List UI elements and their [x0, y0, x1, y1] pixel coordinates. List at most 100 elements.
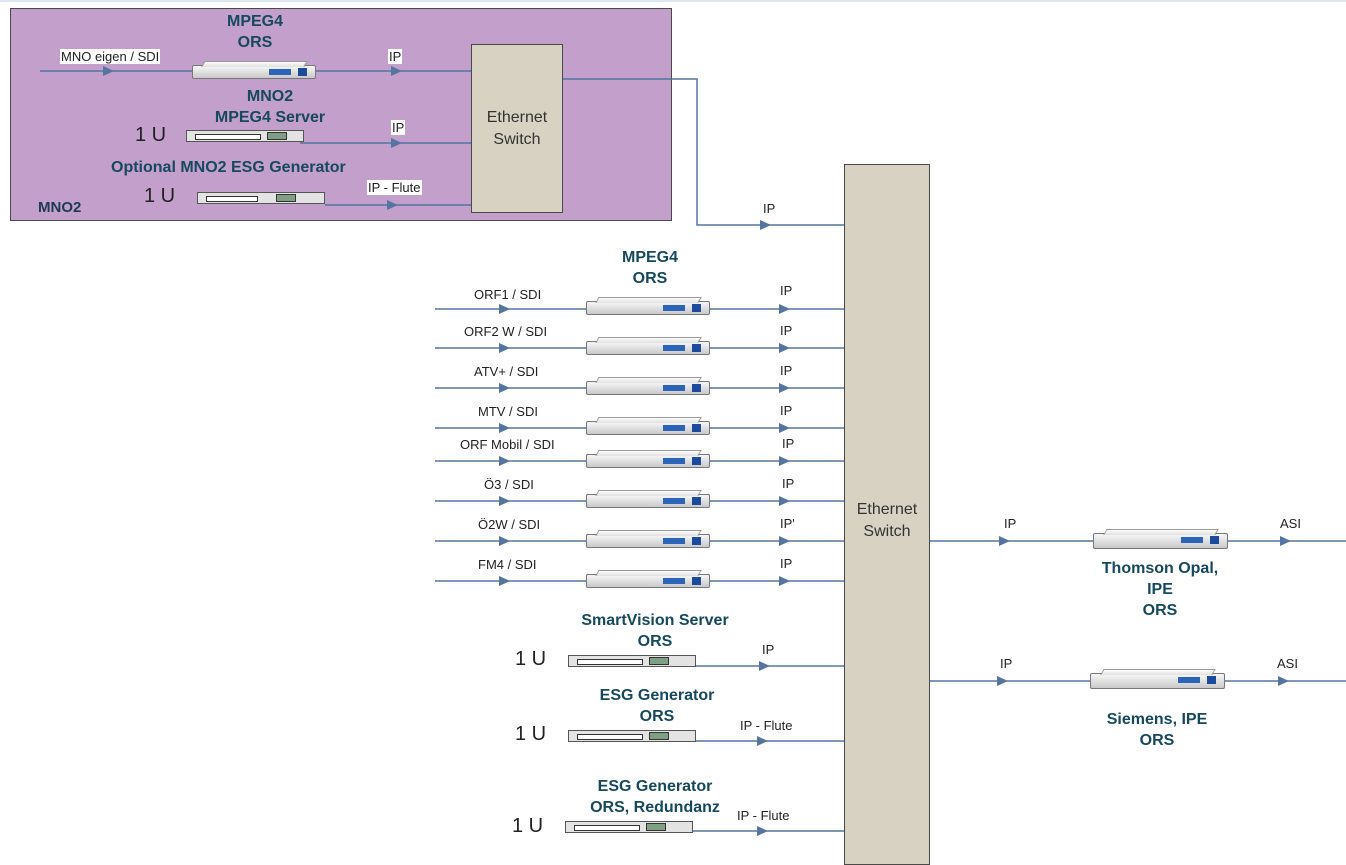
title-line: Siemens, IPE [1106, 711, 1208, 728]
esg-generator-title: ESG Generator ORS [570, 685, 744, 727]
arrow-icon [760, 220, 771, 230]
arrow-icon [779, 496, 790, 506]
title-line: MPEG4 [621, 249, 678, 266]
server-output-label: IP - Flute [737, 808, 790, 823]
arrow-icon [391, 66, 402, 76]
mno2-ors-encoder [192, 65, 316, 79]
encoder-output-label: IP [780, 363, 793, 378]
mno2-esg-title: Optional MNO2 ESG Generator [111, 159, 346, 176]
ipe-input-label: IP [1000, 656, 1013, 671]
arrow-icon [1278, 676, 1289, 686]
arrow-icon [499, 456, 510, 466]
arrow-icon [779, 576, 790, 586]
arrow-icon [499, 536, 510, 546]
uplink-ip-label: IP [763, 201, 776, 216]
switch-label: Ethernet [486, 108, 548, 126]
encoder-device [586, 341, 710, 355]
title-line: MNO2 [246, 88, 294, 105]
arrow-icon [391, 138, 402, 148]
title-line: ORS, Redundanz [590, 799, 720, 816]
title-line: MPEG4 [226, 13, 283, 30]
arrow-icon [999, 536, 1010, 546]
encoder-output-label: IP [780, 403, 793, 418]
mno2-server-rack [186, 130, 304, 142]
arrow-icon [499, 496, 510, 506]
arrow-icon [779, 383, 790, 393]
ipe-output-label: ASI [1277, 656, 1298, 671]
mno2-esg-unit: 1 U [144, 185, 176, 207]
switch-label: Switch [863, 522, 911, 540]
encoder-input-label: FM4 / SDI [478, 557, 537, 572]
encoder-device [586, 454, 710, 468]
encoder-input-label: ATV+ / SDI [474, 364, 539, 379]
esg-redundant-title: ESG Generator ORS, Redundanz [565, 776, 745, 818]
ipe-output-label: ASI [1280, 516, 1301, 531]
server-output-label: IP - Flute [740, 718, 793, 733]
encoder-input-label: Ö3 / SDI [484, 477, 534, 492]
top-border [0, 0, 1346, 2]
encoder-device [586, 381, 710, 395]
title-line: ORS [1139, 732, 1175, 749]
arrow-icon [997, 676, 1008, 686]
arrow-icon [757, 736, 768, 746]
arrow-icon [779, 304, 790, 314]
arrow-icon [499, 423, 510, 433]
server-unit: 1 U [515, 723, 547, 745]
encoder-device [586, 421, 710, 435]
encoder-input-label: ORF2 W / SDI [464, 324, 548, 339]
encoder-device [586, 534, 710, 548]
siemens-ipe-title: Siemens, IPE ORS [1082, 709, 1232, 751]
encoder-device [586, 574, 710, 588]
encoder-output-label: IP' [780, 516, 795, 531]
switch-label: Ethernet [856, 500, 918, 518]
mno2-label: MNO2 [38, 199, 82, 216]
encoder-input-label: Ö2W / SDI [478, 517, 541, 532]
encoder-output-label: IP [782, 436, 795, 451]
arrow-icon [757, 826, 768, 836]
title-line: ORS [632, 270, 668, 287]
mno2-uplink-line [563, 78, 844, 226]
thomson-ipe-device [1093, 533, 1228, 549]
encoders-title: MPEG4 ORS [600, 247, 700, 289]
arrow-icon [779, 423, 790, 433]
arrow-icon [103, 66, 114, 76]
arrow-icon [499, 383, 510, 393]
title-line: ORS [639, 708, 675, 725]
smartvision-title: SmartVision Server ORS [565, 610, 745, 652]
arrow-icon [759, 661, 770, 671]
arrow-icon [779, 343, 790, 353]
mno2-server-title: MNO2 MPEG4 Server [200, 86, 340, 128]
mno2-server-unit: 1 U [135, 124, 167, 146]
arrow-icon [779, 536, 790, 546]
encoder-output-label: IP [780, 283, 793, 298]
switch-label: Switch [493, 130, 541, 148]
smartvision-rack [568, 655, 696, 667]
arrow-icon [1280, 536, 1291, 546]
encoder-input-label: ORF1 / SDI [474, 287, 542, 302]
encoder-output-label: IP [780, 556, 793, 571]
mno2-ip-label-2: IP [391, 120, 406, 135]
arrow-icon [499, 343, 510, 353]
arrow-icon [779, 456, 790, 466]
encoder-input-label: ORF Mobil / SDI [460, 437, 555, 452]
encoder-output-label: IP [782, 476, 795, 491]
arrow-icon [387, 200, 398, 210]
arrow-icon [499, 576, 510, 586]
arrow-icon [499, 304, 510, 314]
title-line: MPEG4 Server [214, 109, 326, 126]
title-line: ESG Generator [597, 778, 713, 795]
mno2-input-label: MNO eigen / SDI [60, 49, 161, 64]
server-unit: 1 U [512, 815, 544, 837]
encoder-device [586, 301, 710, 315]
mno2-ors-title: MPEG4 ORS [210, 11, 300, 53]
server-unit: 1 U [515, 648, 547, 670]
title-line: IPE [1147, 581, 1173, 598]
esg-generator-rack [568, 730, 696, 742]
server-output-label: IP [762, 642, 775, 657]
thomson-ipe-title: Thomson Opal, IPE ORS [1085, 558, 1235, 621]
title-line: ESG Generator [599, 687, 715, 704]
encoder-device [586, 494, 710, 508]
mno2-esg-ip-label: IP - Flute [367, 180, 422, 195]
